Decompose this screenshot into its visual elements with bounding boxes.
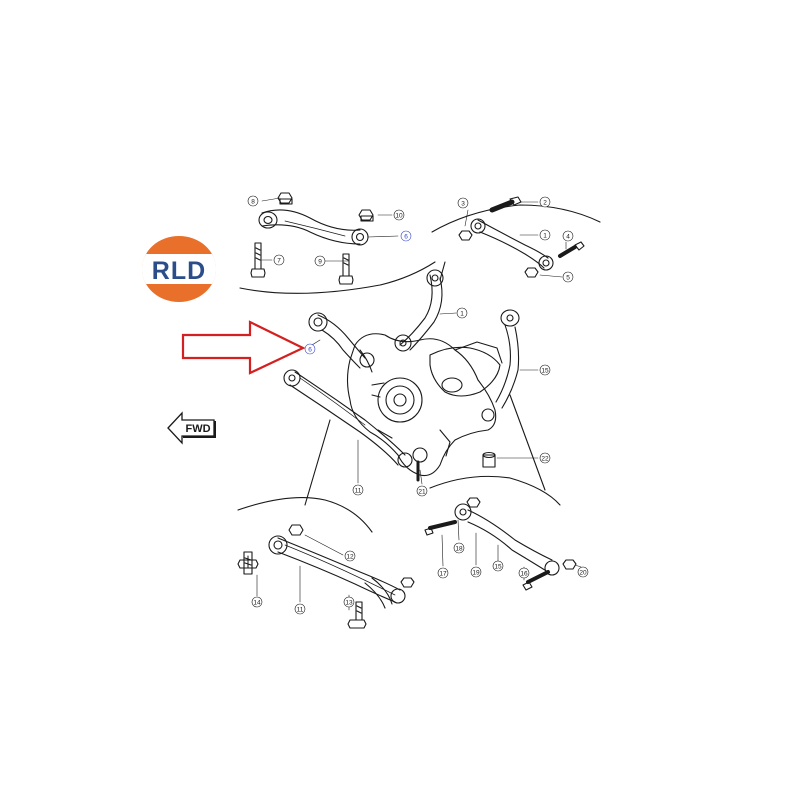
detail-trailing-link-19 [454,503,560,576]
callout-11-detail: 11 [297,607,304,614]
callout-21: 21 [418,489,426,496]
forward-direction-indicator: FWD [167,411,216,445]
detail-upper-link-6 [258,209,369,246]
detail-arc-bottom-left [237,496,373,533]
bushing-22 [482,451,496,468]
callout-17: 17 [439,571,447,578]
detail-nut-12-end [400,577,415,588]
callout-22: 22 [541,456,549,463]
callout-16: 16 [520,571,528,578]
detail-nut-10 [358,209,374,222]
callout-1-detail: 1 [543,233,547,240]
callout-18: 18 [455,546,463,553]
detail-bolt-16 [522,570,550,591]
highlight-arrow [181,320,306,375]
rld-logo: RLD [141,235,217,303]
detail-nut-20 [562,559,577,570]
detail-bolt-13 [347,601,367,629]
callout-8: 8 [251,199,255,206]
main-lower-link-11 [283,369,413,468]
callout-1-main: 1 [460,311,464,318]
callout-2: 2 [543,200,547,207]
main-trailing-link-15 [495,309,520,409]
callout-10: 10 [395,213,403,220]
callout-15-main: 15 [541,368,549,375]
detail-lower-link-extra [364,577,393,609]
callout-19: 19 [472,570,480,577]
callout-9: 9 [318,259,322,266]
callout-5: 5 [566,275,570,282]
detail-upper-link-1 [470,218,554,271]
callout-6-detail: 6 [404,234,408,241]
detail-nut-5 [524,267,539,278]
detail-bolt-17 [424,520,457,536]
callout-7: 7 [277,258,281,265]
detail-nut-8 [277,192,293,205]
callout-12: 12 [346,554,354,561]
detail-nut-18 [466,497,481,508]
detail-bolt-4 [558,241,585,258]
callout-3: 3 [461,201,465,208]
main-knuckle [346,333,503,477]
callout-6-main: 6 [308,347,312,354]
main-upper-link-1 [394,269,444,352]
detail-arc-top-right [431,204,601,233]
detail-bolt-9 [338,253,354,285]
detail-arc-top-left [239,261,436,294]
detail-nut-3 [458,230,473,241]
detail-arc-bottom-right [429,475,561,506]
callout-14: 14 [253,600,261,607]
detail-bolt-14 [237,551,259,575]
logo-text: RLD [151,257,207,285]
fwd-label: FWD [185,423,210,435]
callout-4: 4 [566,234,570,241]
callout-15-detail: 15 [494,564,502,571]
callout-13: 13 [345,600,353,607]
callout-20: 20 [579,570,587,577]
callout-11-main: 11 [355,488,362,495]
detail-nut-12-top [288,524,304,536]
main-upper-link-6 [308,312,375,369]
detail-bolt-2 [489,196,522,213]
detail-bolt-7 [250,242,266,278]
detail-lower-link-11 [268,535,406,604]
